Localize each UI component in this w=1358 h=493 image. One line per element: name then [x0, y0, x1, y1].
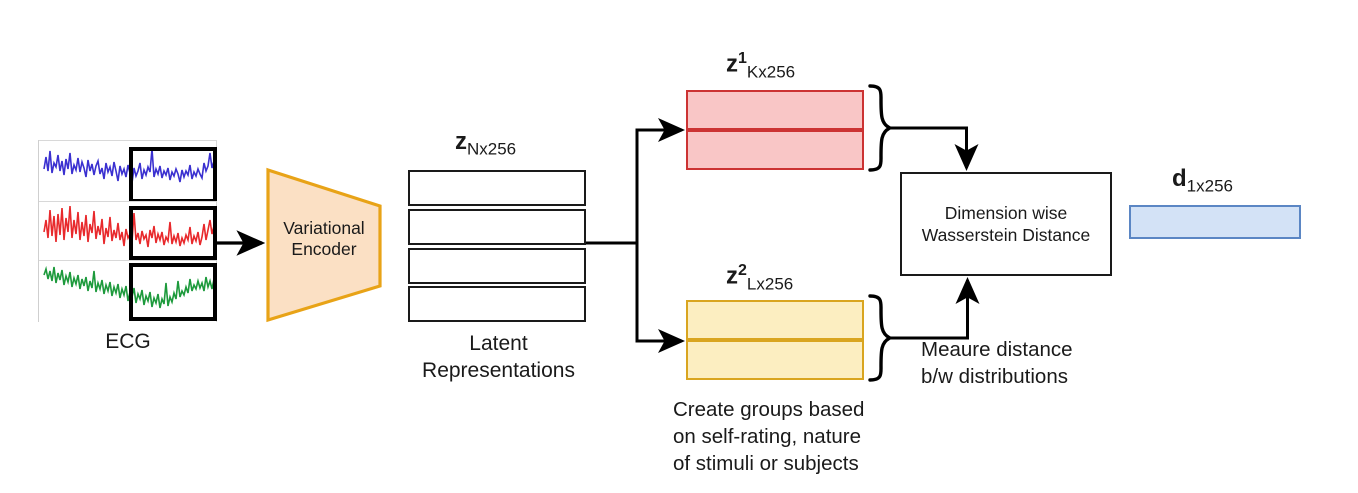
measure-note-line2: b/w distributions	[921, 365, 1068, 388]
group-two-symbol-label: z2Lx256	[726, 262, 793, 294]
group-one-symbol-label: z1Kx256	[726, 50, 795, 82]
ecg-row-blue	[39, 140, 217, 203]
group-two-symbol-base: z	[726, 262, 738, 290]
latent-symbol-base: z	[455, 128, 467, 155]
measure-note: Meaure distance b/w distributions	[921, 336, 1101, 390]
group-two-symbol-sup: 2	[738, 262, 747, 279]
group-two-bar-1	[686, 300, 864, 340]
ecg-signal-panel	[38, 140, 217, 322]
latent-caption-line1: Latent	[469, 332, 528, 355]
latent-bar-4	[408, 286, 586, 322]
ecg-crop-box-green	[129, 263, 217, 321]
latent-caption: Latent Representations	[396, 330, 601, 384]
latent-bar-2	[408, 209, 586, 245]
wasserstein-label-line2: Wasserstein Distance	[921, 225, 1091, 245]
output-symbol-sub: 1x256	[1186, 176, 1233, 196]
arrow-group-two-to-wasserstein	[889, 277, 980, 340]
group-one-bar-1	[686, 90, 864, 130]
ecg-row-green	[39, 260, 217, 322]
group-one-symbol-sup: 1	[738, 50, 747, 67]
ecg-row-red	[39, 201, 217, 263]
encoder-label-line1: Variational	[283, 218, 365, 238]
latent-caption-line2: Representations	[422, 359, 575, 382]
brace-group-two	[868, 294, 895, 382]
arrow-latent-split-to-group-two	[635, 241, 685, 353]
wasserstein-distance-block[interactable]: Dimension wise Wasserstein Distance	[900, 172, 1112, 276]
brace-group-one	[868, 84, 895, 172]
ecg-crop-box-red	[129, 206, 217, 260]
latent-bar-1	[408, 170, 586, 206]
output-symbol-base: d	[1172, 165, 1187, 192]
output-vector-box	[1129, 205, 1301, 239]
measure-note-line1: Meaure distance	[921, 338, 1073, 361]
grouping-note-line1: Create groups based	[673, 398, 865, 421]
grouping-note: Create groups based on self-rating, natu…	[673, 396, 888, 477]
wasserstein-label: Dimension wise Wasserstein Distance	[922, 202, 1091, 246]
ecg-crop-box-blue	[129, 147, 217, 203]
group-one-box	[686, 90, 864, 170]
latent-bar-3	[408, 248, 586, 284]
group-one-symbol-sub: Kx256	[746, 62, 796, 82]
latent-symbol-label: zNx256	[455, 128, 516, 160]
encoder-trapezoid-shape	[266, 167, 382, 323]
group-two-box	[686, 300, 864, 380]
grouping-note-line3: of stimuli or subjects	[673, 452, 859, 475]
ecg-caption: ECG	[105, 330, 151, 353]
wasserstein-label-line1: Dimension wise	[944, 203, 1068, 223]
latent-symbol-sub: Nx256	[467, 139, 517, 159]
output-symbol-label: d1x256	[1172, 165, 1233, 197]
latent-representations-stack	[408, 170, 586, 322]
grouping-note-line2: on self-rating, nature	[673, 425, 862, 448]
encoder-label: Variational Encoder	[272, 218, 376, 260]
variational-encoder-block[interactable]: Variational Encoder	[264, 166, 384, 324]
arrow-latent-split-to-group-one	[586, 118, 685, 245]
group-one-bar-2	[686, 130, 864, 170]
group-one-symbol-base: z	[726, 50, 738, 78]
arrow-group-one-to-wasserstein	[889, 126, 979, 171]
encoder-label-line2: Encoder	[291, 239, 357, 259]
group-two-bar-2	[686, 340, 864, 380]
group-two-symbol-sub: Lx256	[746, 274, 794, 294]
